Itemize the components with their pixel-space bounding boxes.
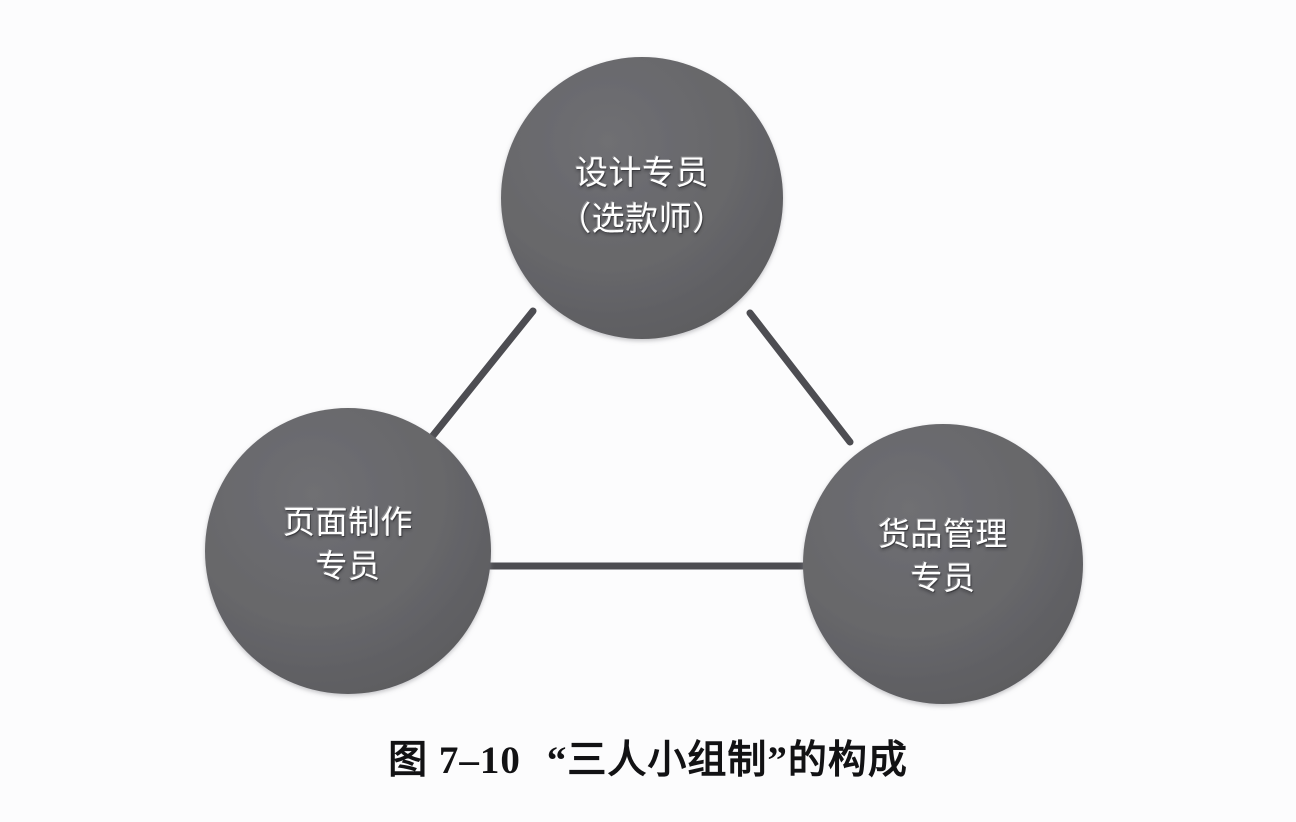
node-circle-design-specialist[interactable]	[501, 57, 783, 339]
figure-caption: 图 7–10 “三人小组制”的构成	[0, 729, 1296, 785]
connector-design-to-goods	[746, 309, 854, 446]
node-circle-goods-management-specialist[interactable]	[803, 424, 1083, 704]
connector-group	[427, 307, 854, 570]
connector-design-to-page	[427, 307, 537, 442]
node-circle-group	[205, 57, 1083, 704]
figure-caption-title: “三人小组制”的构成	[546, 739, 908, 782]
node-circle-page-production-specialist[interactable]	[205, 408, 491, 694]
figure-caption-number: 图 7–10	[388, 739, 521, 782]
